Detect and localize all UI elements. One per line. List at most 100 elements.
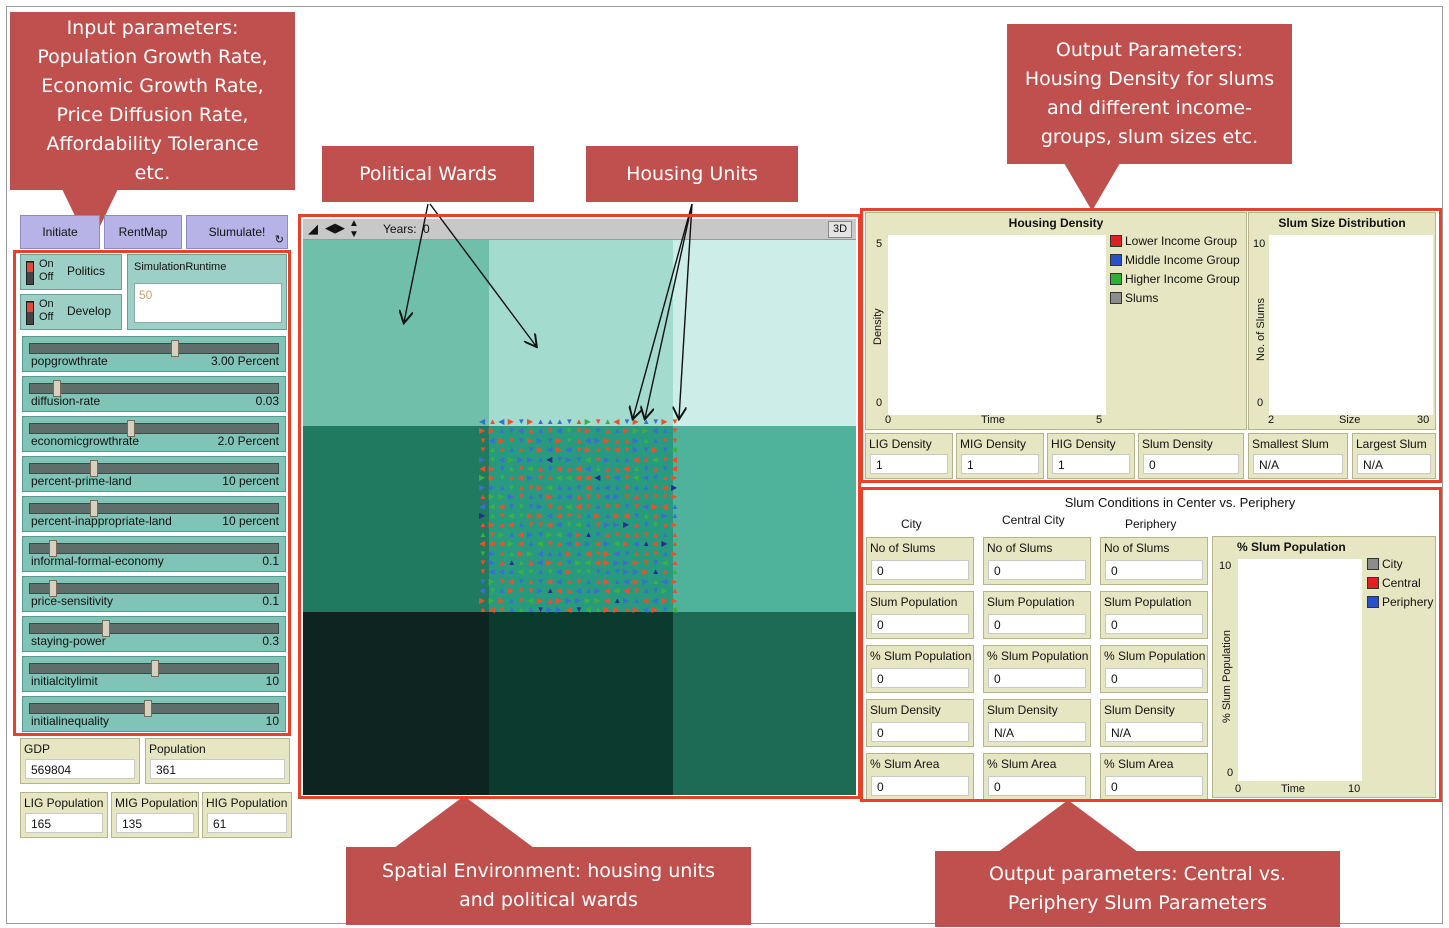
housing-unit: ▲	[555, 482, 564, 492]
switch-toggle-icon	[26, 301, 34, 325]
forever-loop-icon: ↻	[274, 234, 284, 246]
slider-thumb[interactable]	[48, 580, 57, 597]
housing-unit: ▲	[594, 501, 603, 511]
housing-unit: ▼	[575, 567, 583, 577]
density-monitor: LIG Density 1	[865, 433, 953, 479]
housing-unit: ▶	[565, 567, 572, 577]
housing-unit: ◀	[671, 605, 678, 614]
housing-unit: ▲	[488, 445, 497, 455]
world-resize-horizontal-icon[interactable]: ◀▶	[325, 220, 345, 235]
housing-unit: ▶	[488, 558, 495, 567]
housing-unit: ▶	[671, 492, 678, 502]
housing-unit: ▼	[527, 586, 535, 596]
housing-unit: ▶	[632, 417, 639, 426]
density-monitor-value: 1	[870, 454, 948, 474]
housing-unit: ▼	[642, 445, 651, 455]
condition-value: 0	[871, 722, 969, 742]
world-zoom-icon[interactable]: ◢	[308, 221, 318, 236]
housing-unit: ▼	[603, 445, 612, 455]
housing-density-plot-area	[888, 235, 1106, 415]
housing-unit: ▲	[661, 548, 670, 558]
housing-unit: ◀	[555, 567, 562, 577]
slider-thumb[interactable]	[126, 420, 135, 437]
world-resize-vertical-icon[interactable]: ▲▼	[349, 218, 359, 240]
view-3d-button[interactable]: 3D	[828, 221, 852, 238]
slider-value: 10	[265, 714, 279, 728]
slider-thumb[interactable]	[102, 620, 111, 637]
slider-thumb[interactable]	[170, 340, 179, 357]
housing-unit: ◀	[632, 473, 639, 483]
initiate-button[interactable]: Initiate	[20, 215, 100, 249]
rentmap-button[interactable]: RentMap	[104, 215, 182, 249]
slumulate-button[interactable]: Slumulate! ↻	[186, 215, 288, 249]
housing-unit: ▲	[613, 426, 622, 436]
housing-density-y-max: 5	[876, 238, 883, 250]
slider-thumb[interactable]	[48, 540, 57, 557]
runtime-field[interactable]: 50	[134, 283, 282, 323]
housing-unit: ▲	[651, 529, 660, 539]
condition-value: N/A	[988, 722, 1086, 742]
switch-toggle-icon	[26, 261, 34, 285]
condition-label: No of Slums	[870, 541, 936, 555]
population-value: 361	[150, 759, 285, 779]
legend-entry: Central	[1367, 576, 1421, 590]
housing-unit: ▶	[594, 511, 601, 520]
housing-unit: ▶	[507, 417, 514, 426]
callout-input-parameters: Input parameters: Population Growth Rate…	[10, 12, 295, 190]
housing-unit: ▶	[632, 605, 639, 614]
housing-unit: ◀	[555, 576, 562, 586]
slum-population-y-min: 0	[1227, 767, 1234, 779]
condition-value: 0	[1105, 560, 1203, 580]
simulation-runtime-input[interactable]: SimulationRuntime 50	[127, 254, 287, 330]
develop-label: Develop	[67, 304, 112, 318]
density-monitor-label: Smallest Slum	[1252, 437, 1329, 451]
housing-unit: ▲	[536, 417, 545, 426]
slider-thumb[interactable]	[53, 380, 62, 397]
slider-thumb[interactable]	[151, 660, 159, 677]
condition-value: 0	[871, 668, 969, 688]
housing-unit: ▼	[671, 435, 679, 445]
density-monitor-label: Largest Slum	[1356, 437, 1427, 451]
housing-unit: ▼	[517, 595, 526, 605]
housing-unit: ▲	[603, 529, 612, 539]
housing-unit: ▼	[575, 454, 583, 464]
housing-unit: ◀	[565, 473, 572, 483]
housing-unit: ▶	[603, 435, 610, 445]
density-monitor-label: LIG Density	[869, 437, 932, 451]
legend-entry: Middle Income Group	[1110, 253, 1240, 267]
housing-unit: ◀	[555, 520, 562, 530]
housing-unit: ▶	[584, 595, 591, 605]
legend-swatch	[1367, 558, 1379, 570]
housing-unit: ▼	[507, 435, 516, 445]
housing-unit: ◀	[575, 464, 582, 473]
politics-switch[interactable]: On Off Politics	[20, 254, 122, 290]
housing-unit: ▼	[584, 501, 593, 511]
housing-unit: ▲	[565, 464, 574, 473]
slider-thumb[interactable]	[90, 460, 98, 477]
housing-unit: ▲	[575, 435, 583, 445]
slider-thumb[interactable]	[90, 500, 98, 517]
column-header-central-city: Central City	[1002, 513, 1065, 527]
slider-thumb[interactable]	[143, 700, 152, 717]
housing-units-cluster: ◀▲◀▶▼▶▲▲▲▼▲▶▼▲◀▼▶▲▼▶▼▶▶▲▼◀▲▲▼◀▼▼▶▼▲▲▶▶▶◀…	[479, 418, 685, 620]
slider-track	[29, 623, 279, 634]
develop-switch[interactable]: On Off Develop	[20, 294, 122, 330]
callout-wards-text: Political Wards	[359, 162, 497, 185]
housing-unit: ◀	[507, 576, 514, 586]
slider-name: diffusion-rate	[31, 394, 101, 408]
housing-unit: ▶	[527, 473, 534, 483]
slum-size-title: Slum Size Distribution	[1278, 216, 1406, 230]
housing-unit: ▼	[575, 426, 583, 436]
housing-unit: ▼	[546, 567, 555, 577]
